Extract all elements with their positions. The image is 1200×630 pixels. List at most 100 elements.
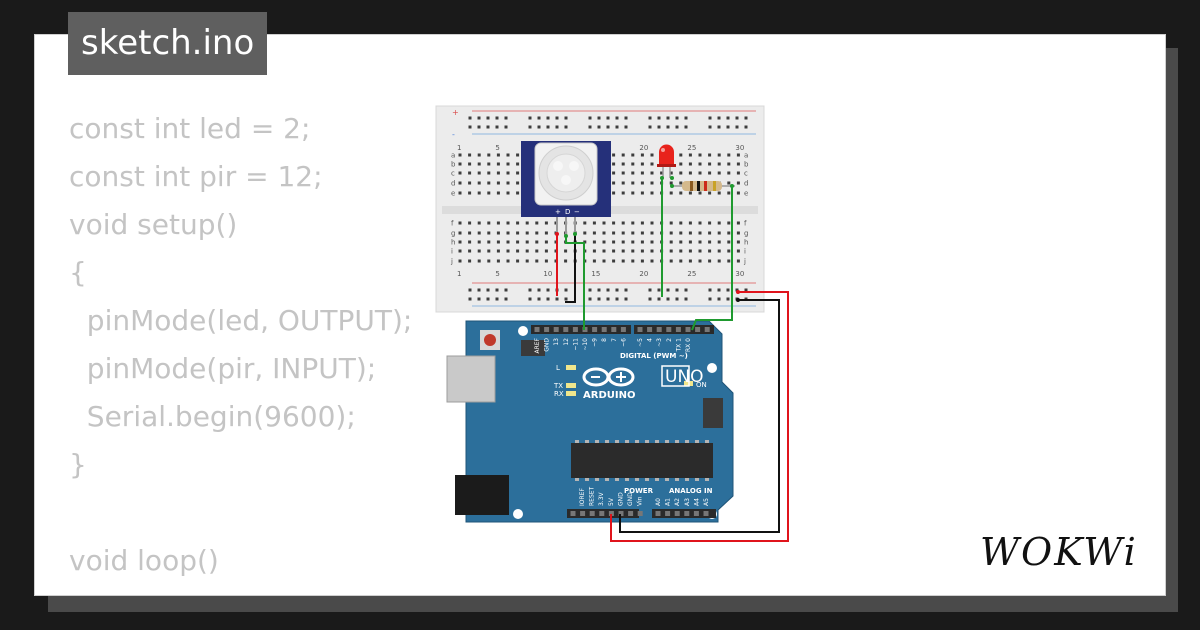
row-label: h bbox=[744, 239, 748, 247]
digital-pin-label: 7 bbox=[611, 338, 618, 342]
row-label: a bbox=[451, 152, 455, 160]
digital-pin-label: 12 bbox=[563, 338, 570, 346]
power-pin-label: GND bbox=[627, 492, 634, 506]
column-number: 10 bbox=[543, 270, 552, 278]
digital-header-left bbox=[531, 325, 631, 334]
digital-pin-label: 13 bbox=[553, 338, 560, 346]
reset-button[interactable] bbox=[484, 334, 496, 346]
power-jack bbox=[455, 475, 509, 515]
code-snippet: const int led = 2;const int pir = 12;voi… bbox=[69, 105, 412, 595]
code-line: } bbox=[69, 448, 87, 481]
column-number: 15 bbox=[591, 270, 600, 278]
digital-header-right bbox=[634, 325, 714, 334]
code-line: void loop() bbox=[69, 544, 219, 577]
code-line bbox=[69, 489, 412, 537]
digital-pin-label: ~3 bbox=[656, 338, 663, 347]
digital-pin-label: 4 bbox=[647, 338, 654, 342]
digital-pin-label: ~10 bbox=[582, 338, 589, 351]
analog-pin-label: A3 bbox=[684, 498, 691, 506]
row-label: f bbox=[451, 220, 454, 228]
row-label: g bbox=[451, 230, 455, 238]
digital-pin-label: AREF bbox=[534, 337, 541, 353]
column-number: 30 bbox=[735, 270, 744, 278]
breadboard-holes bbox=[458, 153, 740, 263]
analog-pin-label: A1 bbox=[665, 498, 672, 506]
wires bbox=[556, 178, 789, 542]
row-label: c bbox=[744, 170, 748, 178]
column-number: 20 bbox=[639, 144, 648, 152]
column-number: 25 bbox=[687, 270, 696, 278]
wire-endpoints bbox=[555, 176, 740, 302]
tx-label: TX bbox=[553, 382, 563, 390]
power-pin-label: RESET bbox=[589, 486, 596, 506]
wokwi-logo-text: WOKWi bbox=[980, 530, 1138, 574]
usb-port bbox=[446, 355, 496, 403]
on-led-label: ON bbox=[696, 381, 707, 389]
column-number: 5 bbox=[495, 144, 499, 152]
atmega-chip bbox=[571, 443, 713, 478]
row-label: a bbox=[744, 152, 748, 160]
analog-pin-label: A0 bbox=[655, 498, 662, 506]
wire-pir-data bbox=[565, 236, 585, 330]
code-line: { bbox=[69, 585, 412, 595]
row-label: d bbox=[744, 180, 748, 188]
column-number: 25 bbox=[687, 144, 696, 152]
breadboard-rail-holes bbox=[468, 116, 748, 301]
rx-label: RX bbox=[554, 390, 564, 398]
analog-header bbox=[652, 509, 716, 518]
resistor[interactable] bbox=[672, 181, 735, 191]
row-label: e bbox=[451, 190, 455, 198]
wire-led-pin2 bbox=[691, 186, 733, 331]
filename-tab: sketch.ino bbox=[68, 12, 268, 75]
row-label: b bbox=[451, 161, 456, 169]
row-label: b bbox=[744, 161, 749, 169]
row-label: i bbox=[744, 248, 746, 256]
pir-pin-gnd-label: − bbox=[574, 208, 580, 216]
power-pin-label: Vin bbox=[637, 496, 644, 506]
code-line: { bbox=[69, 256, 87, 289]
power-pin-label: IOREF bbox=[579, 488, 586, 506]
code-line: pinMode(pir, INPUT); bbox=[69, 352, 377, 385]
wire-5v bbox=[610, 291, 789, 542]
pir-pin-vcc-label: + bbox=[555, 208, 561, 216]
digital-pin-label: RX 0 bbox=[685, 338, 692, 352]
digital-pin-label: ~9 bbox=[592, 338, 599, 347]
wokwi-logo: WOKWi bbox=[980, 530, 1138, 574]
wire-pir-gnd bbox=[565, 234, 576, 303]
code-line: const int led = 2; bbox=[69, 112, 311, 145]
red-led[interactable] bbox=[657, 144, 676, 178]
digital-pin-label: ~6 bbox=[620, 338, 627, 347]
digital-pin-label: GND bbox=[544, 338, 551, 352]
arduino-brand: ARDUINO bbox=[583, 390, 635, 401]
code-line: Serial.begin(9600); bbox=[69, 400, 356, 433]
row-label: i bbox=[451, 248, 453, 256]
rail-minus-label: - bbox=[452, 130, 455, 139]
row-label: j bbox=[450, 258, 453, 266]
chip-pins bbox=[575, 440, 709, 481]
pir-pin-data-label: D bbox=[565, 208, 570, 216]
row-label: f bbox=[744, 220, 747, 228]
power-pin-label: GND bbox=[617, 492, 624, 506]
analog-pin-label: A2 bbox=[674, 498, 681, 506]
digital-label: DIGITAL (PWM ~) bbox=[620, 352, 688, 360]
l-led-label: L bbox=[556, 364, 560, 372]
row-label: h bbox=[451, 239, 455, 247]
analog-label: ANALOG IN bbox=[669, 487, 713, 495]
column-number: 20 bbox=[639, 270, 648, 278]
row-label: c bbox=[451, 170, 455, 178]
arduino-logo bbox=[582, 367, 635, 387]
analog-pin-label: A4 bbox=[693, 498, 700, 506]
row-label: j bbox=[743, 258, 746, 266]
pir-sensor[interactable]: + D − bbox=[521, 141, 611, 236]
wire-gnd bbox=[619, 299, 780, 533]
power-label: POWER bbox=[624, 487, 654, 495]
power-pin-label: 5V bbox=[608, 497, 615, 506]
digital-pin-label: ~11 bbox=[572, 338, 579, 351]
